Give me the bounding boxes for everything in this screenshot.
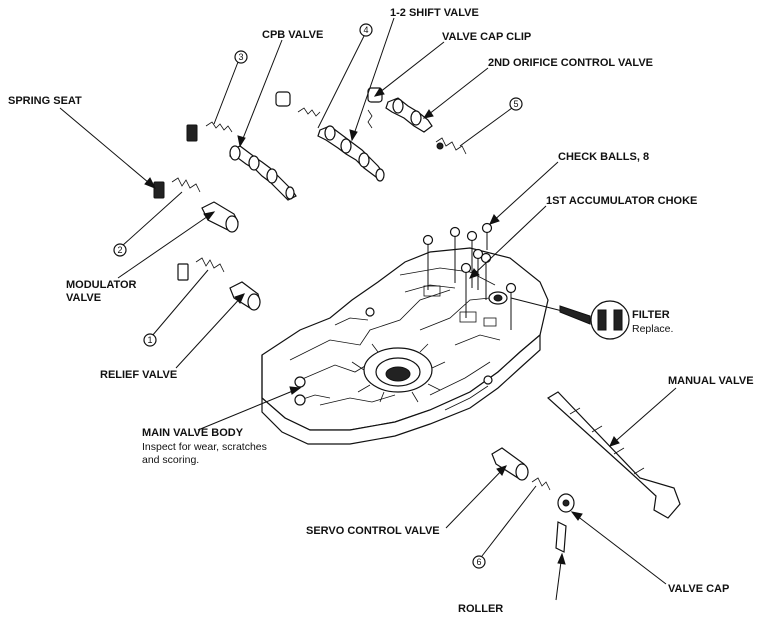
label-spring-seat: SPRING SEAT	[8, 95, 82, 107]
relief-valve	[177, 257, 261, 311]
callout-2: 2	[117, 245, 122, 255]
shift-valve-1-2	[275, 91, 385, 182]
label-filter: FILTER	[632, 309, 670, 321]
part-labels: SPRING SEAT CPB VALVE 1-2 SHIFT VALVE VA…	[8, 7, 754, 615]
label-valve-cap: VALVE CAP	[668, 583, 729, 595]
label-main-valve-body-note-1: Inspect for wear, scratches	[142, 441, 267, 453]
filter	[510, 297, 630, 340]
callout-1: 1	[147, 335, 152, 345]
label-cpb-valve: CPB VALVE	[262, 29, 323, 41]
orifice-control-valve	[385, 97, 467, 155]
label-main-valve-body: MAIN VALVE BODY	[142, 427, 244, 439]
callout-6: 6	[476, 557, 481, 567]
callout-5: 5	[513, 99, 518, 109]
cpb-valve	[186, 121, 297, 201]
label-valve-cap-clip: VALVE CAP CLIP	[442, 31, 531, 43]
label-servo-control-valve: SERVO CONTROL VALVE	[306, 525, 440, 537]
label-filter-note: Replace.	[632, 323, 673, 335]
label-1st-accumulator-choke: 1ST ACCUMULATOR CHOKE	[546, 195, 697, 207]
callout-4: 4	[363, 25, 368, 35]
label-relief-valve: RELIEF VALVE	[100, 369, 177, 381]
label-1-2-shift-valve: 1-2 SHIFT VALVE	[390, 7, 479, 19]
servo-control-valve	[491, 447, 575, 553]
leader-lines	[59, 17, 677, 601]
label-manual-valve: MANUAL VALVE	[668, 375, 754, 387]
manual-valve	[546, 391, 681, 519]
label-2nd-orifice-control-valve: 2ND ORIFICE CONTROL VALVE	[488, 57, 653, 69]
modulator-valve	[153, 177, 239, 233]
label-roller: ROLLER	[458, 603, 503, 615]
label-modulator-valve: VALVE	[66, 292, 101, 304]
callout-markers: 3 4 5 2 1 6	[113, 23, 523, 569]
label-main-valve-body-note-2: and scoring.	[142, 454, 199, 466]
main-valve-body	[261, 247, 549, 445]
callout-3: 3	[238, 52, 243, 62]
label-check-balls: CHECK BALLS, 8	[558, 151, 649, 163]
label-modulator: MODULATOR	[66, 279, 137, 291]
